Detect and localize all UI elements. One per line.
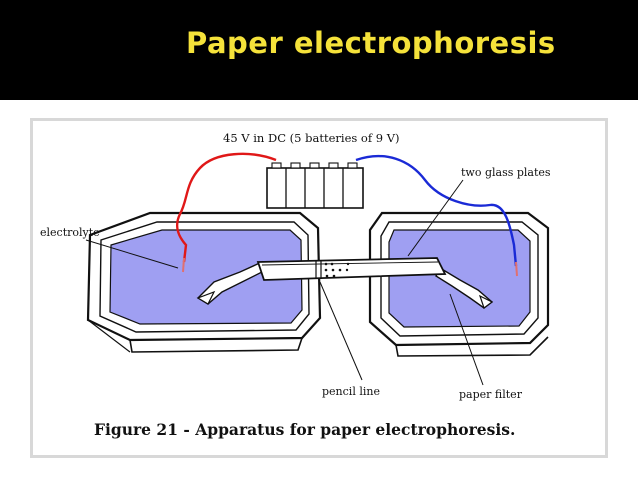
battery-pack [266, 162, 364, 209]
glass-plates-label: two glass plates [461, 166, 551, 179]
pencil-line-label: pencil line [322, 385, 380, 398]
paper-filter-strip [196, 260, 494, 309]
title-bar [0, 0, 638, 100]
voltage-label: 45 V in DC (5 batteries of 9 V) [223, 131, 400, 145]
leader-lines [85, 179, 484, 386]
slide-title: Paper electrophoresis [186, 26, 556, 60]
negative-wire [355, 154, 518, 267]
positive-wire [175, 152, 277, 263]
glass-plates [256, 257, 447, 281]
left-tray [86, 211, 322, 353]
title-divider [0, 100, 638, 104]
electrolyte-label: electrolyte [40, 226, 100, 239]
paper-filter-label: paper filter [459, 388, 522, 401]
sample-spots [315, 260, 350, 279]
figure-caption: Figure 21 - Apparatus for paper electrop… [94, 420, 516, 439]
